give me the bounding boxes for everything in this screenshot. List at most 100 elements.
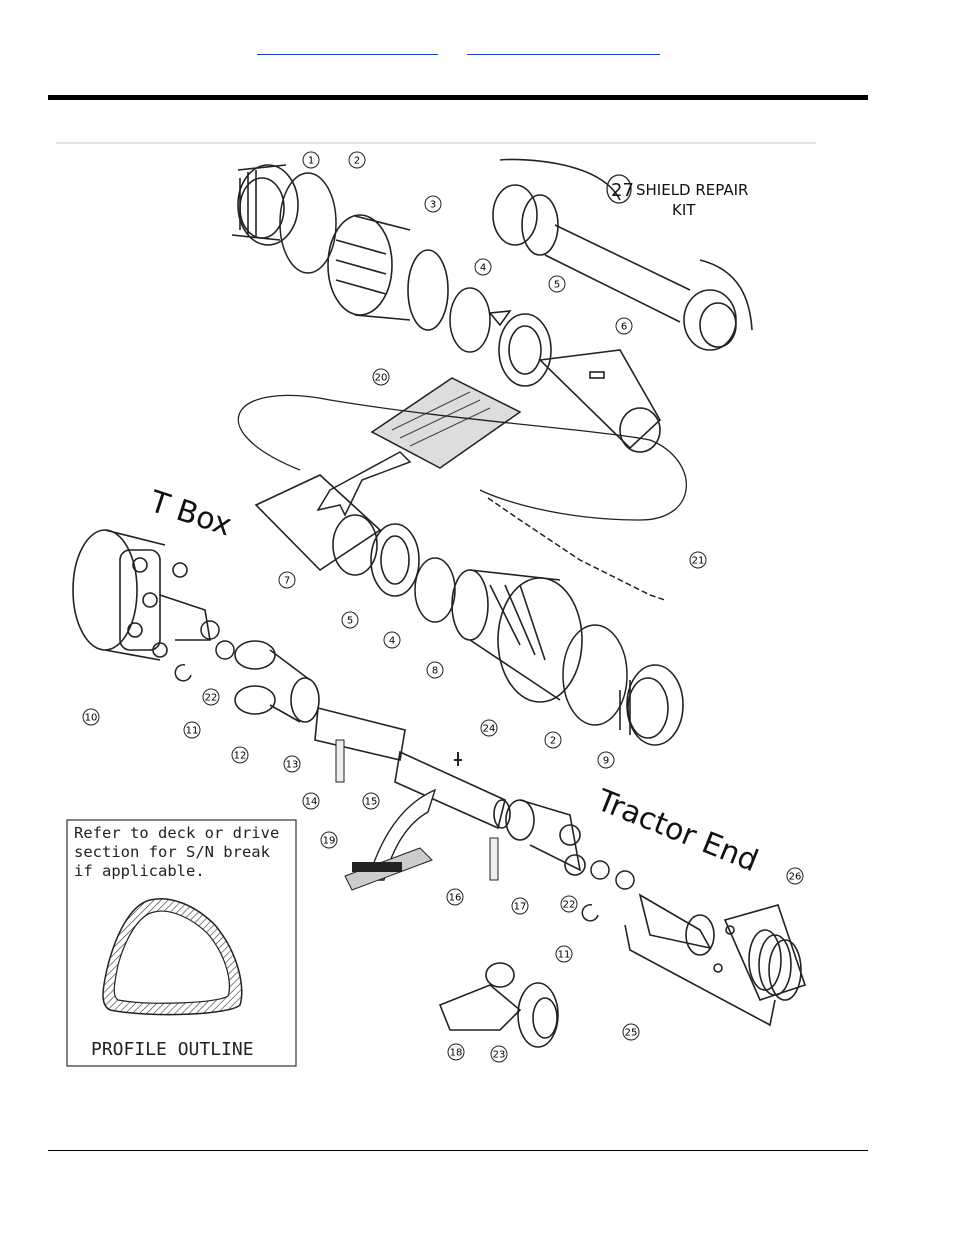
part-21-chain-icon (487, 497, 666, 601)
kit-label-line2: KIT (672, 201, 696, 219)
callout-number: 18 (450, 1048, 463, 1059)
part-5-lower-bearing-icon (370, 523, 420, 597)
part-17-yoke-icon (505, 799, 586, 876)
callout-circle (480, 719, 498, 737)
callout-number: 12 (234, 751, 247, 762)
kit-label-line1: SHIELD REPAIR (636, 181, 748, 199)
part-2-lower-ring-icon (562, 624, 628, 726)
callout-circle (362, 792, 380, 810)
callout-number: 20 (375, 373, 388, 384)
label-tractor-end: Tractor End (591, 783, 763, 880)
callout-circle (474, 258, 492, 276)
callout-number: 26 (789, 872, 802, 883)
part-16-pin-icon (489, 837, 499, 881)
part-10-clutch-icon (72, 529, 211, 661)
callout-number: 4 (480, 263, 486, 274)
header-rule (48, 95, 868, 100)
footer-rule (48, 1150, 868, 1151)
callout-circle (82, 708, 100, 726)
callout-circle (278, 571, 296, 589)
callout-number: 9 (603, 756, 609, 767)
callout-number: 23 (493, 1050, 506, 1061)
part-18-yoke-icon (438, 962, 559, 1048)
callout-number: 19 (323, 836, 336, 847)
part-11-lower-cross-icon (581, 860, 635, 922)
callout-number: 13 (286, 760, 299, 771)
callout-circle (447, 1043, 465, 1061)
part-26-spring-icon (723, 904, 807, 1001)
callout-number: 11 (558, 950, 571, 961)
part-20-decal-icon (370, 377, 522, 469)
part-2-ring-icon (279, 172, 337, 274)
inset-note: Refer to deck or drive section for S/N b… (74, 824, 280, 880)
kit-callout-number: 27 (611, 180, 634, 201)
callout-circle (320, 831, 338, 849)
callout-circle (302, 792, 320, 810)
part-13-tube-icon (314, 706, 511, 830)
callout-circle (511, 897, 529, 915)
callout-circle (348, 151, 366, 169)
callout-circle (283, 755, 301, 773)
callout-circle (622, 1023, 640, 1041)
callout-number: 22 (563, 900, 576, 911)
callout-circle (231, 746, 249, 764)
decal-arrow-icon (316, 451, 412, 517)
callout-number: 14 (305, 797, 318, 808)
part-7-tube-icon (254, 474, 382, 576)
part-19-decal-icon (344, 788, 437, 891)
callout-number: 3 (430, 200, 436, 211)
callout-number: 8 (432, 666, 438, 677)
callout-number: 25 (625, 1028, 638, 1039)
callout-circle (544, 731, 562, 749)
part-24-fitting-icon (454, 752, 462, 766)
part-5-bearing-ring-icon (488, 310, 552, 387)
callout-circle (597, 751, 615, 769)
callout-number: 6 (621, 322, 627, 333)
part-6-tube-icon (538, 349, 662, 453)
callout-circle (341, 611, 359, 629)
part-4-ring-icon (449, 287, 491, 353)
callout-number: 17 (514, 902, 527, 913)
callout-circle (446, 888, 464, 906)
callout-number: 22 (205, 693, 218, 704)
part-9-bearing-icon (619, 664, 684, 746)
profile-inner-shape (113, 910, 230, 1004)
callout-circle (786, 867, 804, 885)
callout-number: 5 (554, 280, 560, 291)
callout-number: 10 (85, 713, 98, 724)
callout-circle (426, 661, 444, 679)
kit-callout: 27 SHIELD REPAIR KIT (606, 174, 748, 219)
callout-circle (560, 895, 578, 913)
callout-circle (689, 551, 707, 569)
callout-number: 2 (354, 156, 360, 167)
callout-circle (183, 721, 201, 739)
part-1-bearing-icon (231, 164, 299, 246)
part-25-yoke-assembly-icon (624, 893, 776, 1027)
callout-circle (372, 368, 390, 386)
callout-number: 2 (550, 736, 556, 747)
callout-number: 15 (365, 797, 378, 808)
callout-circle (615, 317, 633, 335)
callout-number: 24 (483, 724, 496, 735)
callout-number: 7 (284, 576, 290, 587)
callout-number: 5 (347, 616, 353, 627)
callout-circle (302, 151, 320, 169)
callout-number: 11 (186, 726, 199, 737)
part-11-cross-icon (174, 620, 235, 682)
part-27-shield-kit-icon (492, 158, 753, 351)
part-4-lower-ring-icon (414, 557, 456, 623)
callout-circle (490, 1045, 508, 1063)
callout-number: 1 (308, 156, 314, 167)
callout-number: 21 (692, 556, 705, 567)
inset-caption: PROFILE OUTLINE (91, 1039, 254, 1060)
label-t-box: T Box (145, 484, 236, 543)
callout-circle (424, 195, 442, 213)
header-link-left[interactable] (257, 40, 438, 55)
part-14-pin-icon (335, 739, 345, 783)
header-link-right[interactable] (467, 40, 660, 55)
callout-number: 16 (449, 893, 462, 904)
part-8-cone-icon (451, 569, 583, 703)
callout-circle (548, 275, 566, 293)
